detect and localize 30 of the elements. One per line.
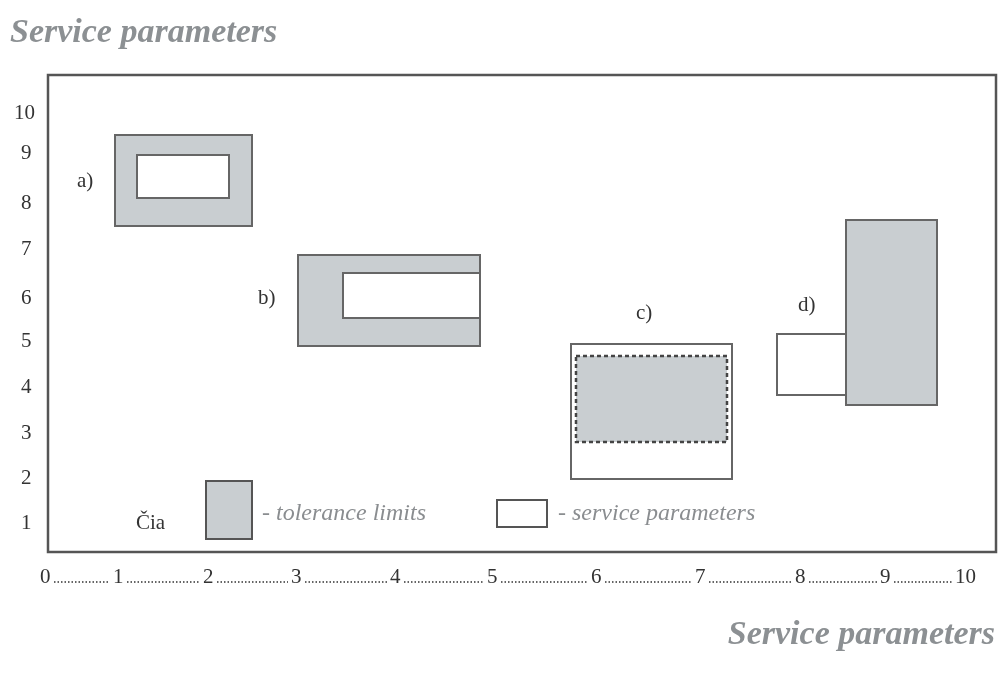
axis-tick-label: 1	[21, 512, 32, 533]
panel-label: d)	[798, 294, 816, 315]
axis-tick-label: 2	[203, 566, 214, 587]
axis-tick-label: 7	[695, 566, 706, 587]
axis-tick-label: 6	[21, 287, 32, 308]
axis-tick-label: 0	[40, 566, 51, 587]
title: Service parameters	[10, 14, 278, 48]
axis-tick-label: 9	[21, 142, 32, 163]
panel-label: a)	[77, 170, 94, 191]
legend-label: - tolerance limits	[262, 500, 426, 524]
panel-label: c)	[636, 302, 653, 323]
note-text: Čia	[136, 512, 166, 533]
caption: Service parameters	[727, 616, 995, 650]
axis-tick-label: 3	[21, 422, 32, 443]
axis-tick-label: 7	[21, 238, 32, 259]
axis-tick-label: 5	[21, 330, 32, 351]
axis-tick-label: 5	[487, 566, 498, 587]
legend-label: - service parameters	[558, 500, 756, 524]
axis-tick-label: 10	[14, 102, 35, 123]
axis-tick-label: 8	[795, 566, 806, 587]
axis-tick-label: 4	[21, 376, 32, 397]
axis-tick-label: 10	[955, 566, 976, 587]
axis-tick-label: 3	[291, 566, 302, 587]
panel-label: b)	[258, 287, 276, 308]
axis-tick-label: 1	[113, 566, 124, 587]
axis-tick-label: 8	[21, 192, 32, 213]
axis-tick-label: 9	[880, 566, 891, 587]
axis-tick-label: 6	[591, 566, 602, 587]
axis-tick-label: 2	[21, 467, 32, 488]
axis-tick-label: 4	[390, 566, 401, 587]
